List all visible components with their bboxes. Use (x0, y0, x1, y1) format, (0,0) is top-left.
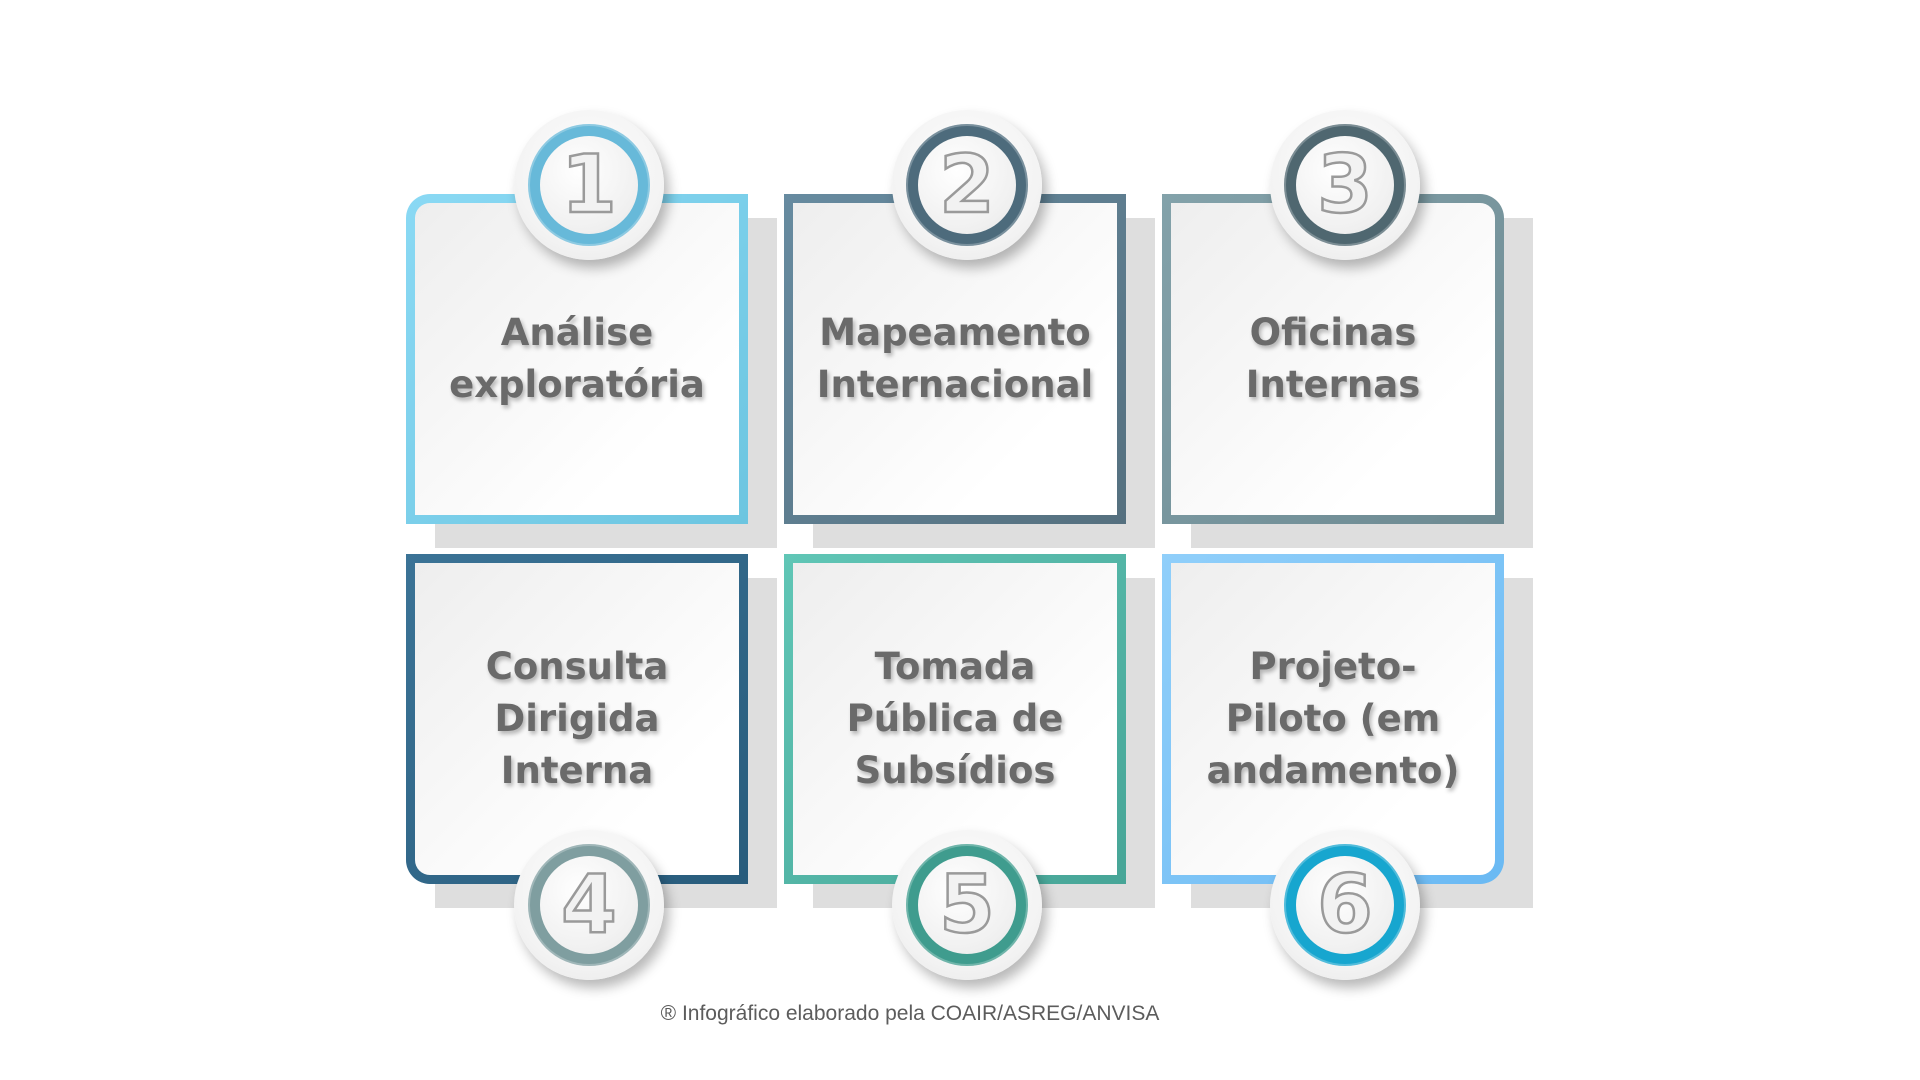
badge-ring: 4 (528, 844, 650, 966)
step-number-badge-3: 3 (1270, 110, 1420, 260)
credit-text: ® Infográfico elaborado pela COAIR/ASREG… (660, 1002, 1160, 1025)
step-number-badge-2: 2 (892, 110, 1042, 260)
step-card-6: Projeto- Piloto (em andamento) (1162, 554, 1504, 884)
step-label: Tomada Pública de Subsídios (846, 645, 1064, 792)
step-number-badge-6: 6 (1270, 830, 1420, 980)
badge-ring: 6 (1284, 844, 1406, 966)
step-label: Mapeamento Internacional (816, 311, 1094, 406)
step-number: 3 (1316, 138, 1374, 231)
step-number: 1 (560, 138, 618, 231)
step-number: 2 (938, 138, 996, 231)
step-card-1: Análise exploratória (406, 194, 748, 524)
step-card-5: Tomada Pública de Subsídios (784, 554, 1126, 884)
step-label: Projeto- Piloto (em andamento) (1206, 645, 1460, 792)
step-number-badge-5: 5 (892, 830, 1042, 980)
step-number: 4 (560, 858, 618, 951)
step-label: Consulta Dirigida Interna (485, 645, 669, 792)
badge-ring: 2 (906, 124, 1028, 246)
step-number: 6 (1316, 858, 1374, 951)
step-card-4: Consulta Dirigida Interna (406, 554, 748, 884)
badge-ring: 1 (528, 124, 650, 246)
step-number: 5 (938, 858, 996, 951)
step-label: Análise exploratória (449, 311, 705, 406)
step-number-badge-4: 4 (514, 830, 664, 980)
badge-ring: 3 (1284, 124, 1406, 246)
step-number-badge-1: 1 (514, 110, 664, 260)
step-label: Oficinas Internas (1245, 311, 1421, 406)
badge-ring: 5 (906, 844, 1028, 966)
